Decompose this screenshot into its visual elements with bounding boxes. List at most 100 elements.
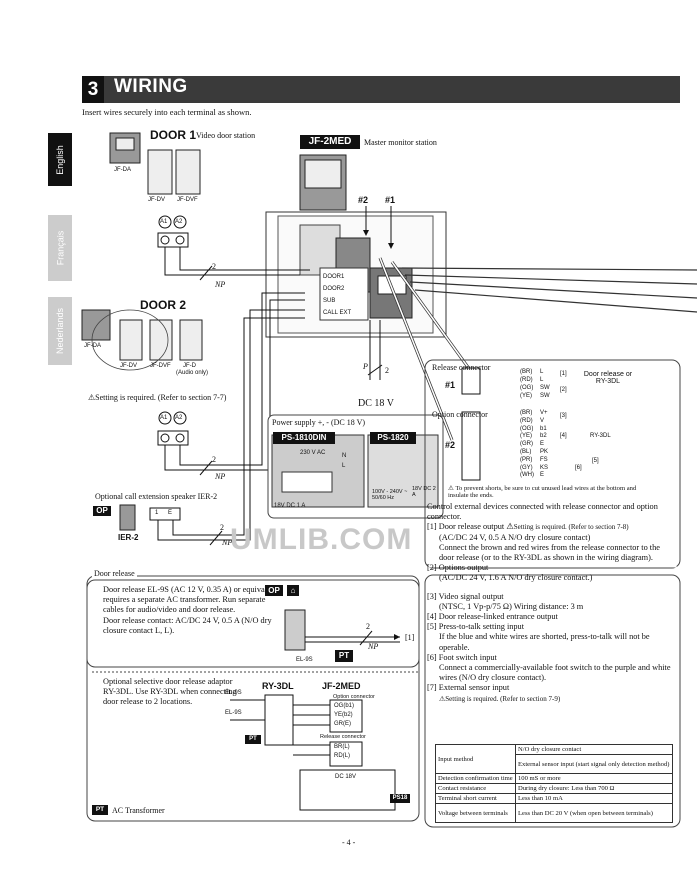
warning-icon: ⚠ [439, 694, 446, 703]
release-ref-1: [1] [560, 371, 567, 377]
option-ref-3: [3] [560, 413, 567, 419]
option-conn-label: Option connector [333, 694, 375, 700]
option-target: RY-3DL [590, 433, 611, 439]
ier-label: Optional call extension speaker IER-2 [95, 492, 218, 501]
ps1820-output: 18V DC 2 A [412, 486, 436, 498]
wire-count-2: 2 [212, 455, 216, 464]
door1-unit-jfdv: JF-DV [148, 197, 165, 203]
ps1820-input: 100V - 240V ~ 50/60 Hz [372, 489, 408, 501]
door2-terminal-a2: A2 [175, 415, 183, 421]
section-number: 3 [82, 76, 104, 103]
door2-unit-jfda: JF-DA [84, 343, 101, 349]
terminal-door2: DOOR2 [323, 286, 345, 292]
intro-text: Insert wires securely into each terminal… [82, 107, 252, 117]
release-conn-pins: BR(L)RD(L) [334, 744, 350, 759]
l-label: L [342, 463, 346, 469]
ps18-badge: PS18 [390, 794, 410, 803]
terminal-door1: DOOR1 [323, 274, 345, 280]
tab-english[interactable]: English [48, 133, 72, 186]
door1-subtitle: Video door station [196, 131, 256, 140]
terminal-sub: SUB [323, 298, 336, 304]
ier-model: IER-2 [118, 533, 139, 542]
n-label: N [342, 453, 347, 459]
el9s-label-2: EL-9S [225, 710, 242, 716]
release-wire-colors: (BR)(RD)(OG)(YE) [520, 369, 534, 399]
ps1810-output: 18V DC 1 A [274, 503, 306, 509]
ier-terminal-1: 1 [155, 510, 159, 516]
setting-note: ⚠Setting is required. (Refer to section … [88, 393, 227, 402]
door2-unit-audio-only: (Audio only) [176, 370, 209, 376]
option-ref-5: [5] [592, 458, 599, 464]
option-wire-colors: (BR)(RD)(OG)(YE)(GR)(BL)(PR)(GY)(WH) [520, 410, 534, 479]
wire-count-4: 2 [366, 622, 370, 631]
section-title: WIRING [114, 76, 188, 97]
wire-count-1: 2 [212, 262, 216, 271]
el9s-label-1: EL-9S [225, 690, 242, 696]
release-connector-title: Release connector [432, 363, 491, 372]
right-description: Control external devices connected with … [427, 502, 671, 703]
jf2med-title: JF-2MED [322, 681, 361, 691]
option-conn-pins: OG(b1)YE(b2)GR(E) [334, 703, 355, 727]
release-conn-label: Release connector [320, 734, 366, 740]
wire-type-p: P [363, 362, 368, 371]
warning-icon: ⚠ [506, 522, 514, 532]
ry3dl-pt-badge: PT [245, 735, 261, 744]
door2-unit-jfd: JF-D [183, 363, 196, 369]
door1-unit-jfdvf: JF-DVF [177, 197, 198, 203]
door-release-ref: [1] [405, 633, 415, 642]
legend-text: AC Transformer [112, 806, 165, 815]
option-connector-title: Option connector [432, 410, 488, 419]
power-title: Power supply +, - (DC 18 V) [272, 418, 366, 427]
el9s-model: EL-9S [296, 657, 313, 663]
ry3dl-title: RY-3DL [262, 681, 294, 691]
ry3dl-text: Optional selective door release adaptor … [103, 677, 237, 707]
door2-unit-jfdv: JF-DV [120, 363, 137, 369]
page-number: - 4 - [342, 838, 356, 847]
dc-label: DC 18 V [358, 398, 394, 409]
door2-terminal-a1: A1 [160, 415, 168, 421]
door2-unit-jfdvf: JF-DVF [150, 363, 171, 369]
tab-nederlands[interactable]: Nederlands [48, 297, 72, 365]
release-target: Door release or RY-3DL [583, 371, 633, 385]
door-release-op-badge: OP [265, 585, 283, 596]
section-header-bar [82, 76, 680, 103]
warning-icon: ⚠ [448, 485, 454, 492]
option-ref-6: [6] [575, 465, 582, 471]
door-release-pt-badge: PT [335, 650, 353, 662]
door1-unit-jfda: JF-DA [114, 167, 131, 173]
dc18v-label: DC 18V [335, 774, 357, 780]
wire-count-3: 2 [220, 523, 224, 532]
watermark: UMLIB.COM [230, 523, 413, 556]
door1-terminal-a1: A1 [160, 219, 168, 225]
door-release-text: Door release EL-9S (AC 12 V, 0.35 A) or … [103, 585, 280, 635]
wire-type-1: NP [215, 280, 226, 289]
release-marker: #1 [445, 380, 456, 390]
wire-count-p: 2 [385, 366, 389, 375]
door1-title: DOOR 1 [150, 128, 197, 142]
marker-1: #1 [385, 195, 396, 205]
lock-icon: ⌂ [287, 585, 299, 596]
legend-pt-badge: PT [92, 805, 108, 815]
wire-type-4: NP [368, 642, 379, 651]
wire-type-3: NP [222, 538, 233, 547]
ps1810-badge: PS-1810DIN [273, 432, 335, 444]
warning-wires: ⚠ To prevent shorts, be sure to cut unus… [448, 485, 637, 499]
door1-terminal-a2: A2 [175, 219, 183, 225]
tab-francais[interactable]: Français [48, 215, 72, 281]
terminal-call-ext: CALL EXT [323, 310, 352, 316]
option-ref-4: [4] [560, 433, 567, 439]
release-ref-2: [2] [560, 387, 567, 393]
ier-op-badge: OP [93, 506, 111, 516]
ier-terminal-e: E [168, 510, 173, 516]
ac-label: 230 V AC [300, 450, 326, 456]
ps1820-badge: PS-1820 [370, 432, 416, 444]
option-marker: #2 [445, 440, 456, 450]
